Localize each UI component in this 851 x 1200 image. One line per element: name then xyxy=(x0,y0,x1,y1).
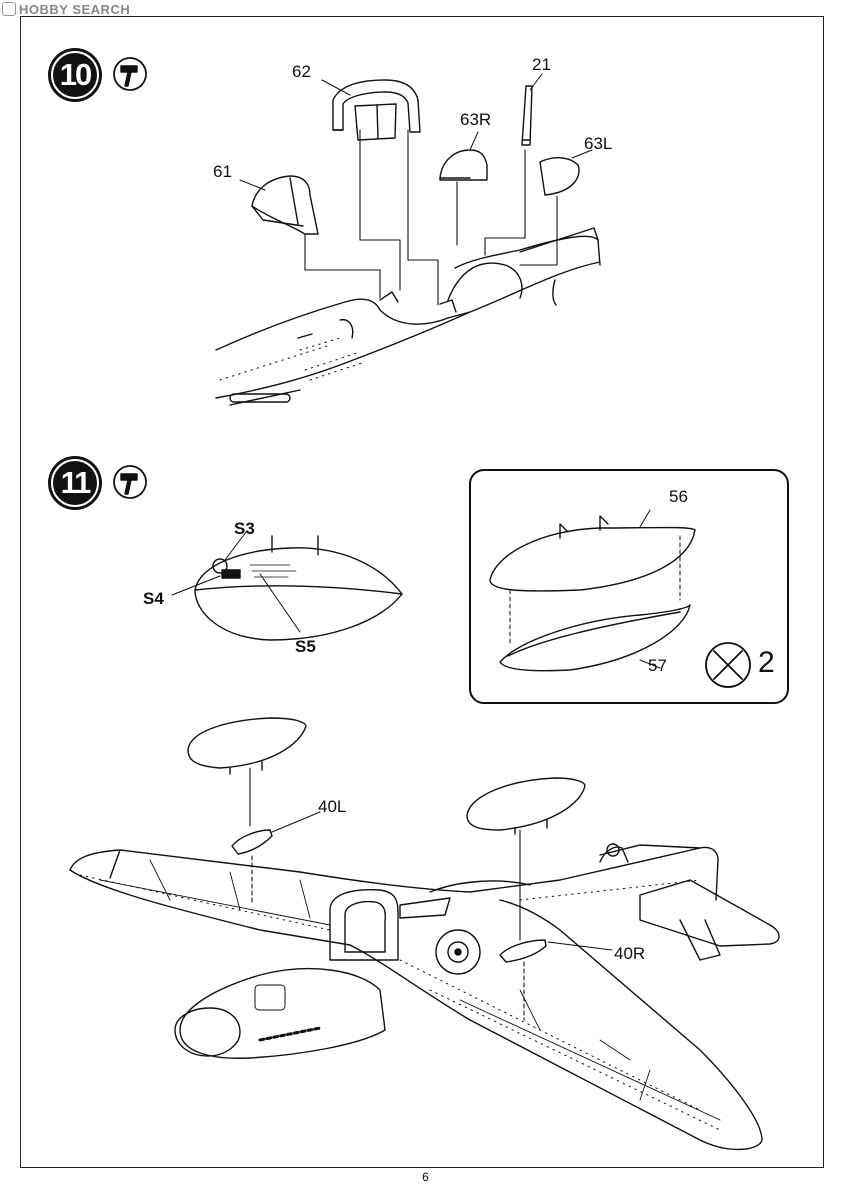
part-label-57: 57 xyxy=(648,656,667,675)
part-label-61: 61 xyxy=(213,162,232,181)
watermark: HOBBY SEARCH xyxy=(2,2,130,17)
part-label-56: 56 xyxy=(669,487,688,506)
step-11-marker: 11 xyxy=(48,456,102,510)
decal-label-s3: S3 xyxy=(234,519,255,538)
page-number: 6 xyxy=(422,1170,429,1184)
part-label-40r: 40R xyxy=(614,944,646,963)
make-twice-quantity: 2 xyxy=(758,646,775,679)
part-label-63r: 63R xyxy=(460,110,492,129)
decal-label-s5: S5 xyxy=(295,637,316,656)
step-10-marker: 10 xyxy=(48,48,102,102)
decal-label-s4: S4 xyxy=(143,589,164,608)
part-label-62: 62 xyxy=(292,62,311,81)
glue-icon xyxy=(113,57,147,91)
glue-icon xyxy=(113,465,147,499)
part-label-40l: 40L xyxy=(318,797,347,816)
make-twice-icon xyxy=(705,642,751,688)
part-label-63l: 63L xyxy=(584,134,613,153)
hobby-search-logo-icon xyxy=(2,2,16,16)
part-label-21: 21 xyxy=(532,55,551,74)
page-frame xyxy=(20,16,824,1168)
